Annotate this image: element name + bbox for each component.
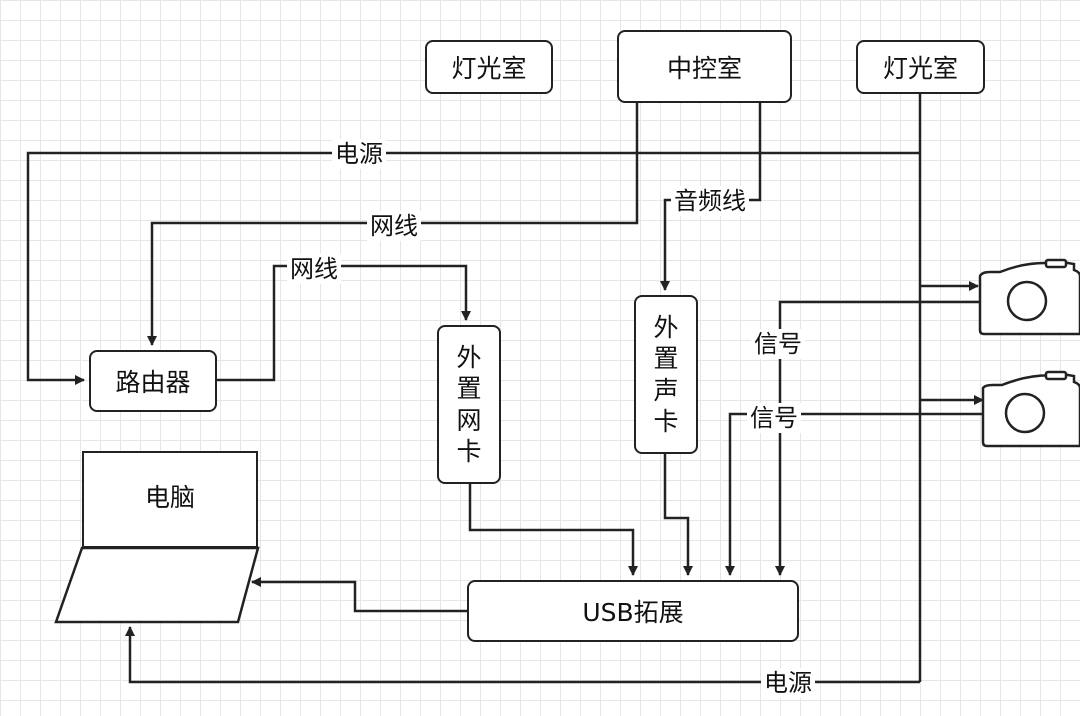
power-line-top: [26, 151, 920, 385]
router-box: 路由器: [89, 350, 217, 412]
nic-to-usb-line: [468, 484, 638, 576]
usb-hub-label: USB拓展: [582, 598, 684, 627]
network-label-1: 网线: [367, 211, 421, 241]
external-nic-char-2: 置: [456, 374, 482, 404]
laptop-screen: 电脑: [82, 451, 258, 548]
network-label-2: 网线: [287, 254, 341, 284]
usb-hub-box: USB拓展: [467, 580, 799, 642]
signal-label-2: 信号: [747, 403, 801, 433]
external-sound-card-box: 外 置 声 卡: [634, 295, 698, 454]
control-room-label: 中控室: [666, 53, 742, 83]
computer-label: 电脑: [144, 482, 195, 512]
external-sound-card-char-2: 置: [653, 344, 679, 374]
light-room-left-label: 灯光室: [451, 54, 527, 83]
light-room-left-box: 灯光室: [425, 40, 553, 94]
signal-label-1: 信号: [751, 329, 805, 359]
power-line-bottom: [125, 626, 920, 684]
signal-line-camera-1: [775, 300, 982, 576]
external-nic-box: 外 置 网 卡: [437, 325, 501, 484]
audio-cable-label: 音频线: [671, 186, 749, 216]
external-sound-card-char-4: 卡: [653, 406, 679, 436]
power-label-bottom: 电源: [761, 668, 815, 698]
usb-to-computer-line: [251, 577, 467, 613]
laptop-base: [54, 546, 260, 624]
light-room-right-label: 灯光室: [882, 54, 958, 83]
camera-icon: [978, 258, 1080, 336]
external-nic-char-1: 外: [456, 343, 482, 372]
power-label-top: 电源: [332, 139, 386, 169]
camera-icon: [981, 370, 1080, 448]
sound-to-usb-line: [663, 453, 693, 576]
external-nic-char-4: 卡: [456, 436, 482, 466]
signal-line-camera-2: [725, 412, 986, 576]
external-sound-card-char-3: 声: [653, 375, 679, 405]
control-room-box: 中控室: [617, 30, 792, 103]
router-label: 路由器: [115, 368, 191, 397]
network-line-router-nic: [216, 264, 471, 382]
external-sound-card-char-1: 外: [653, 313, 679, 342]
external-nic-char-3: 网: [456, 405, 482, 435]
light-room-right-box: 灯光室: [856, 40, 985, 94]
